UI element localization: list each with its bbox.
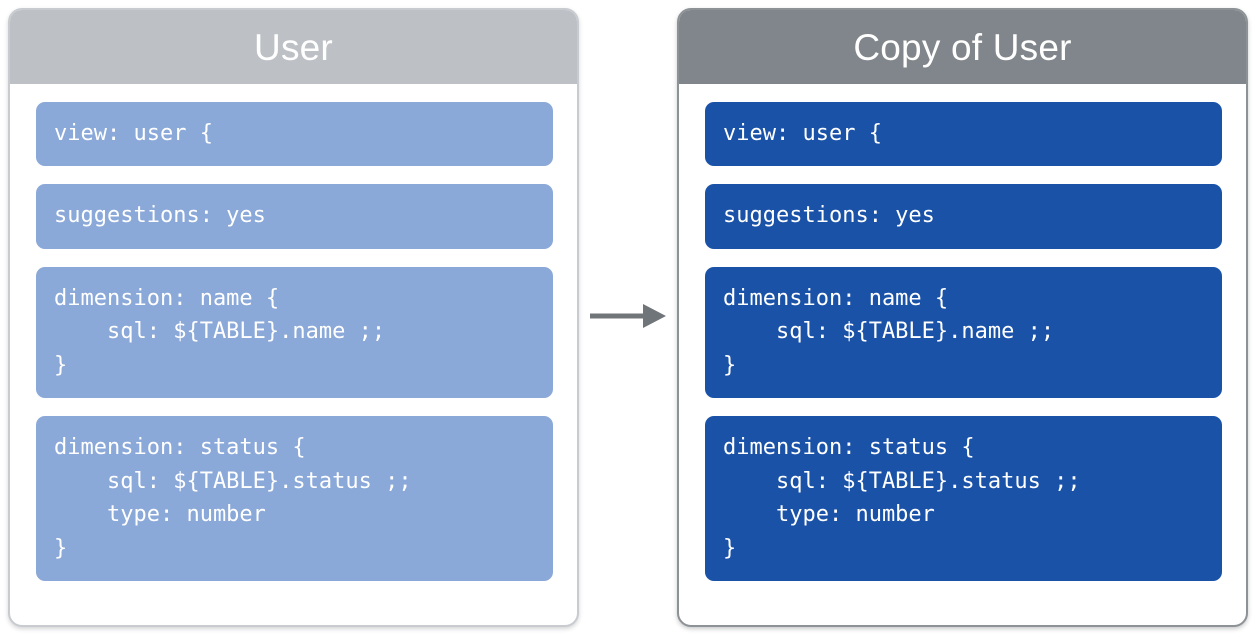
source-view-panel: User view: user { suggestions: yes dimen… — [8, 8, 579, 627]
code-block-dimension-name: dimension: name { sql: ${TABLE}.name ;; … — [36, 266, 553, 399]
code-block-suggestions: suggestions: yes — [36, 184, 553, 249]
arrow-right-icon — [588, 296, 668, 336]
code-block-view-declaration-copy: view: user { — [705, 102, 1222, 167]
source-panel-body: view: user { suggestions: yes dimension:… — [10, 84, 577, 625]
code-block-dimension-status: dimension: status { sql: ${TABLE}.status… — [36, 416, 553, 581]
copy-view-panel: Copy of User view: user { suggestions: y… — [677, 8, 1248, 627]
code-block-dimension-name-copy: dimension: name { sql: ${TABLE}.name ;; … — [705, 266, 1222, 399]
copy-panel-body: view: user { suggestions: yes dimension:… — [679, 84, 1246, 625]
code-block-dimension-status-copy: dimension: status { sql: ${TABLE}.status… — [705, 416, 1222, 581]
source-panel-title: User — [10, 10, 577, 84]
code-block-suggestions-copy: suggestions: yes — [705, 184, 1222, 249]
copy-panel-title: Copy of User — [679, 10, 1246, 84]
code-block-view-declaration: view: user { — [36, 102, 553, 167]
